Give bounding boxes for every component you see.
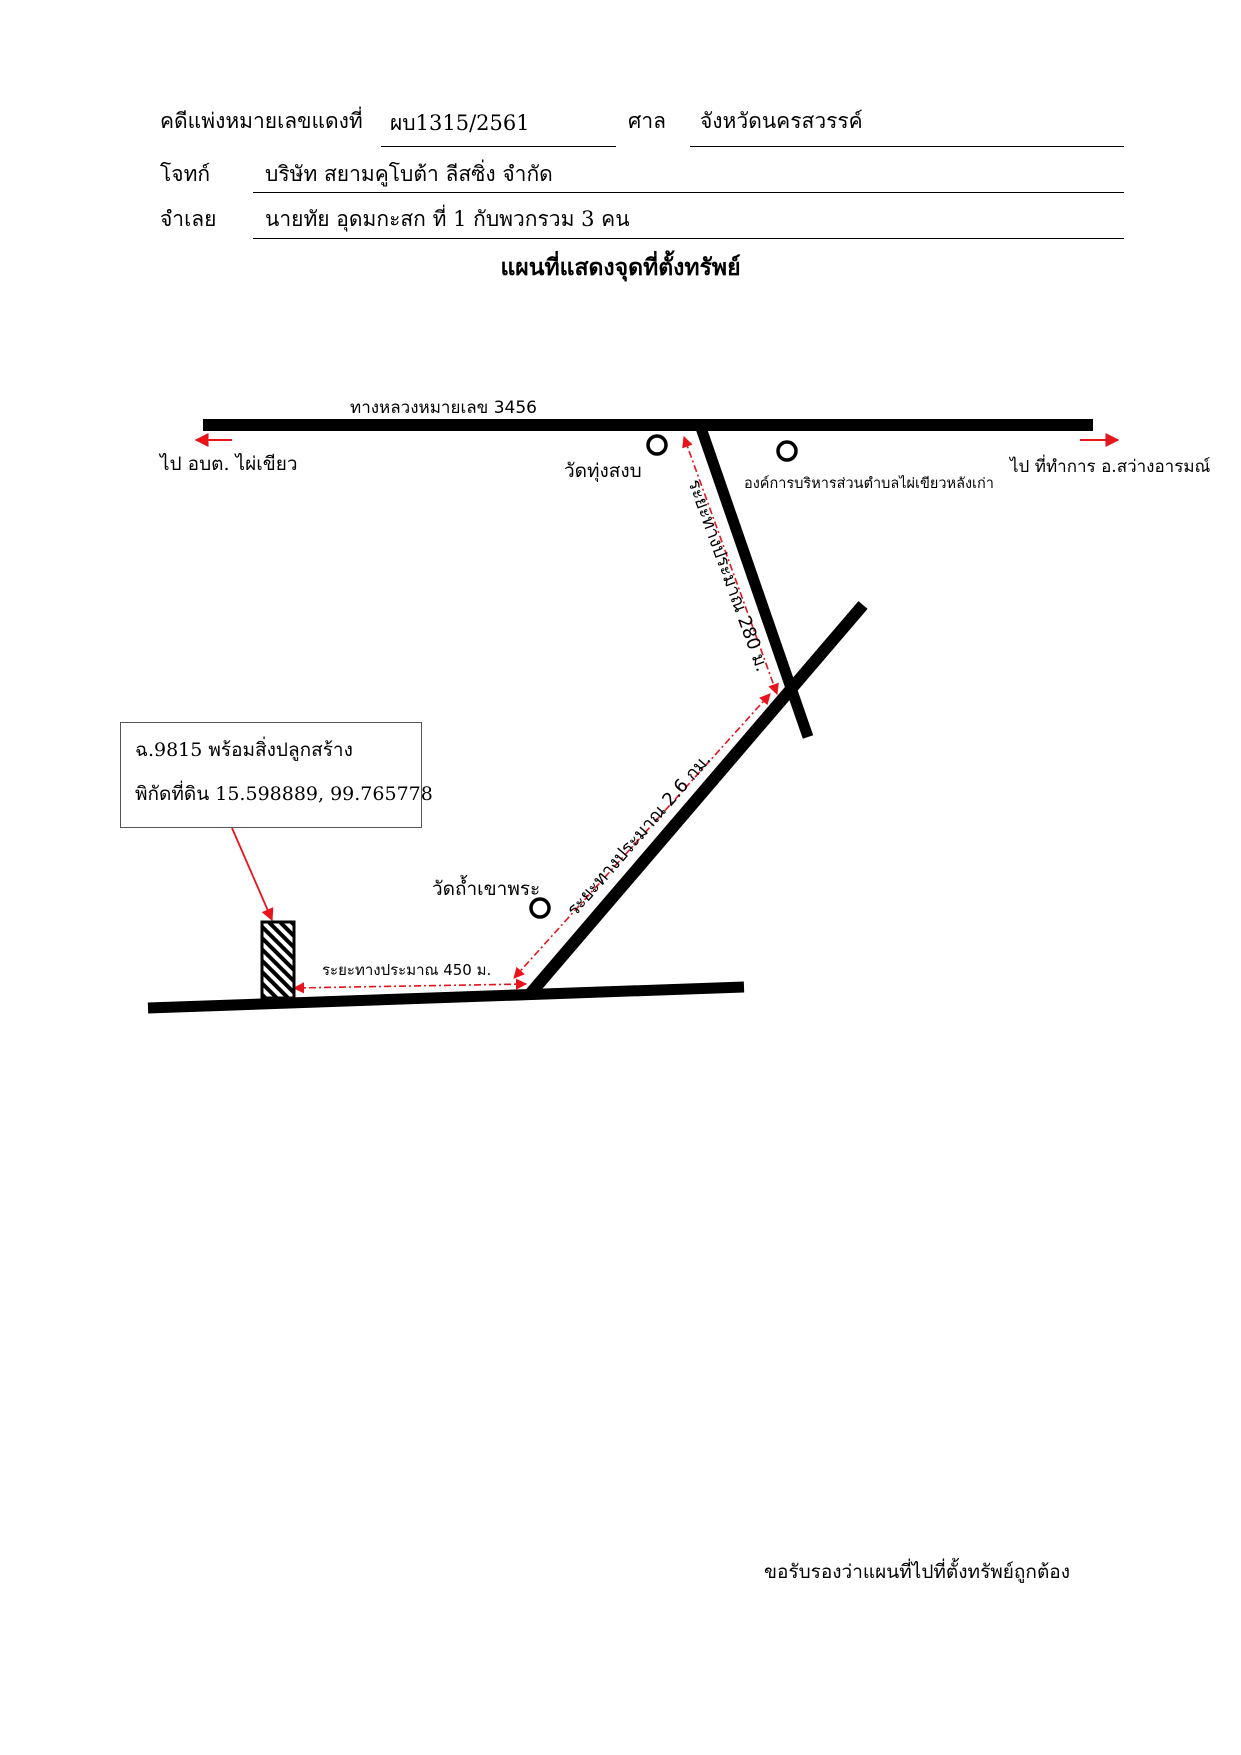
property-pointer: [231, 827, 274, 922]
sao-circle-icon: [776, 440, 798, 462]
defendant-label: จำเลย: [160, 207, 217, 231]
property-info-box: ฉ.9815 พร้อมสิ่งปลูกสร้าง พิกัดที่ดิน 15…: [120, 722, 433, 828]
plaintiff-underline: [253, 192, 1124, 193]
highway-label: ทางหลวงหมายเลข 3456: [350, 398, 537, 418]
distance-arrow-280m: [682, 435, 779, 696]
distance-label-2-6km: ระยะทางประมาณ 2.6 กม.: [563, 749, 716, 920]
to-left-label: ไป อบต. ไผ่เขียว: [160, 453, 298, 475]
distance-arrow-450m: [292, 978, 528, 994]
bottom-road: [147, 981, 745, 1014]
case-number: ผบ1315/2561: [390, 111, 530, 135]
property-parcel-icon: [260, 920, 296, 1000]
distance-label-450m: ระยะทางประมาณ 450 ม.: [322, 961, 492, 979]
case-label: คดีแพ่งหมายเลขแดงที่: [160, 109, 363, 133]
distance-arrow-2-6km: [513, 693, 771, 979]
sao-label: องค์การบริหารส่วนตำบลไผ่เขียวหลังเก่า: [744, 476, 994, 492]
court-underline: [690, 146, 1124, 147]
to-right-label: ไป ที่ทำการ อ.สว่างอารมณ์: [1010, 457, 1211, 477]
plaintiff-label: โจทก์: [160, 162, 211, 186]
temple2-label: วัดถ้ำเขาพระ: [432, 878, 541, 900]
defendant-name: นายทัย อุดมกะสก ที่ 1 กับพวกรวม 3 คน: [265, 207, 630, 231]
temple1-label: วัดทุ่งสงบ: [564, 460, 642, 482]
side-road-2: [525, 601, 868, 998]
court-name: จังหวัดนครสวรรค์: [700, 109, 863, 133]
map-title: แผนที่แสดงจุดที่ตั้งทรัพย์: [500, 254, 741, 281]
plaintiff-name: บริษัท สยามคูโบต้า ลีสซิ่ง จำกัด: [265, 162, 553, 186]
property-deed-line: ฉ.9815 พร้อมสิ่งปลูกสร้าง: [135, 739, 353, 761]
case-number-underline: [381, 146, 616, 147]
defendant-underline: [253, 238, 1124, 239]
court-label: ศาล: [628, 109, 666, 133]
certification-text: ขอรับรองว่าแผนที่ไปที่ตั้งทรัพย์ถูกต้อง: [764, 1561, 1070, 1583]
temple-circle-icon: [646, 434, 668, 456]
property-coordinates-line: พิกัดที่ดิน 15.598889, 99.765778: [135, 783, 433, 805]
